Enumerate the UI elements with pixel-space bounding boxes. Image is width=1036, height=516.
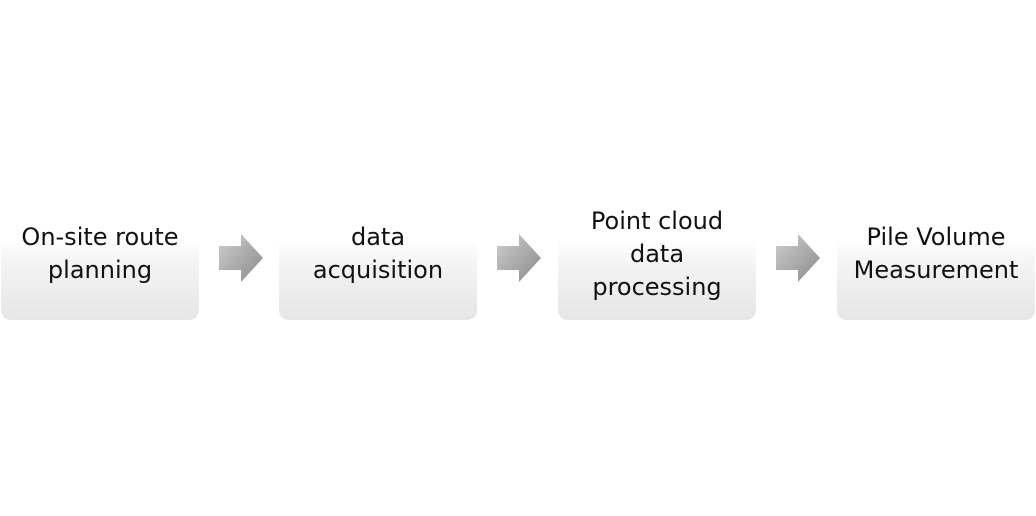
step-label-point-cloud-processing: Point cloud data processing: [590, 206, 724, 301]
step-box-point-cloud-processing: Point cloud data processing: [558, 188, 756, 320]
right-arrow-icon: [776, 234, 820, 282]
step-box-route-planning: On-site route planning: [1, 188, 199, 320]
right-arrow-icon: [219, 234, 263, 282]
step-box-data-acquisition: data acquisition: [279, 188, 477, 320]
step-label-route-planning: On-site route planning: [21, 223, 179, 284]
step-label-data-acquisition: data acquisition: [312, 223, 444, 284]
right-arrow-icon: [497, 234, 541, 282]
step-label-pile-volume-measurement: Pile Volume Measurement: [853, 223, 1019, 284]
step-box-pile-volume-measurement: Pile Volume Measurement: [837, 188, 1035, 320]
